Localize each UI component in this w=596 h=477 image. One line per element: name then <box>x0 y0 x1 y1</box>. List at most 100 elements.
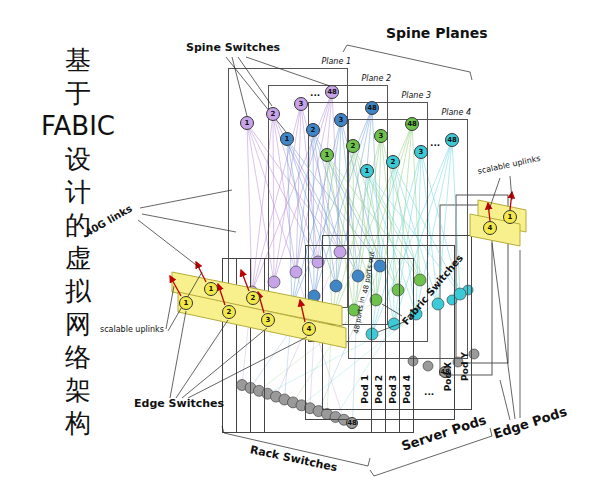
spine-switch: 48 <box>405 117 419 131</box>
fabric-switch-symbol <box>330 280 342 292</box>
fabric-switch-symbol <box>268 276 280 288</box>
switch-number: 3 <box>339 117 344 124</box>
rack-switch-symbol <box>469 349 479 359</box>
leader-line <box>500 380 510 420</box>
uplink-arrow <box>196 262 206 282</box>
leader-line <box>182 328 267 398</box>
switch-number: 3 <box>299 101 304 108</box>
fan-link <box>354 136 381 310</box>
fan-link <box>336 120 341 286</box>
uplink-arrow <box>170 276 181 296</box>
fan-link <box>353 146 354 310</box>
spine-switch: 48 <box>445 133 459 147</box>
switch-number: 1 <box>184 300 189 307</box>
switch-number: 4 <box>488 225 493 232</box>
leader-line <box>188 337 307 398</box>
pod-panel: Pod 148 <box>222 258 372 433</box>
spine-switch: 1 <box>240 116 254 130</box>
fan-link <box>393 162 394 324</box>
leader-line <box>378 322 404 332</box>
fan-link <box>376 124 412 300</box>
switch-number: 2 <box>391 159 396 166</box>
annotation-label: Spine Switches <box>186 42 280 54</box>
fan-link <box>332 124 412 320</box>
spine-switch: 3 <box>334 113 348 127</box>
switch-number: 1 <box>325 152 330 159</box>
leader-line <box>170 311 186 398</box>
spine-switch: 1 <box>360 164 374 178</box>
spine-switch: 2 <box>386 155 400 169</box>
spine-switch: 3 <box>294 97 308 111</box>
rack-switch-symbol <box>408 356 418 366</box>
switch-number: 2 <box>311 127 316 134</box>
fan-link <box>327 155 354 310</box>
fan-link <box>314 120 341 296</box>
fabric-switch-symbol <box>454 288 466 300</box>
plane-panel: Plane 112348 <box>228 68 348 308</box>
switch-number: 1 <box>365 168 370 175</box>
annotation-label: scalable uplinks <box>100 326 164 335</box>
edge-switch: 1 <box>204 282 218 296</box>
annotation-label: ... <box>424 388 434 398</box>
switch-number: 4 <box>307 326 312 333</box>
leader-line <box>492 243 515 419</box>
switch-number: 1 <box>285 136 290 143</box>
fan-link <box>416 152 421 314</box>
annotation-label: Edge Pods <box>492 405 569 442</box>
switch-number: 3 <box>379 133 384 140</box>
switch-number: 1 <box>508 214 513 221</box>
spine-switch: 2 <box>306 123 320 137</box>
switch-number: 1 <box>245 120 250 127</box>
fan-link <box>313 130 314 296</box>
leader-line <box>176 320 228 398</box>
spine-switch: 1 <box>280 132 294 146</box>
fan-link <box>292 108 372 306</box>
spine-switch: 48 <box>365 101 379 115</box>
fabric-switch-symbol <box>352 270 364 282</box>
pod-label: Pod Y <box>460 352 470 381</box>
leader-line <box>140 190 232 208</box>
leader-line <box>142 214 236 232</box>
switch-number: 48 <box>327 89 337 96</box>
annotation-label: scalable uplinks <box>477 155 541 177</box>
annotation-label: ... <box>310 89 320 99</box>
leader-line <box>246 57 330 86</box>
edge-switch: 2 <box>222 305 236 319</box>
plane-label: Plane 2 <box>361 74 391 83</box>
rack-link <box>353 276 359 423</box>
spine-switch: 2 <box>346 139 360 153</box>
fan-link <box>296 104 301 272</box>
pod-label: Pod X <box>443 362 453 391</box>
fan-link <box>292 120 341 306</box>
leader-line <box>232 57 247 116</box>
leader-line <box>168 272 202 331</box>
edge-switch: 3 <box>261 313 275 327</box>
fan-link <box>287 139 314 296</box>
spine-switch: 3 <box>414 145 428 159</box>
fabric-switch-symbol <box>290 266 302 278</box>
rack-switch: 48 <box>346 417 358 429</box>
plane-label: Plane 3 <box>401 91 431 100</box>
uplink-arrow <box>300 300 305 322</box>
pod-label: Pod 2 <box>374 375 384 404</box>
switch-number: 3 <box>419 149 424 156</box>
leader-line <box>520 250 521 418</box>
uplink-arrow <box>488 203 490 221</box>
fan-link <box>273 114 274 282</box>
switch-number: 2 <box>251 295 256 302</box>
switch-number: 48 <box>447 137 457 144</box>
leader-line <box>382 304 402 316</box>
fabric-switch-symbol <box>432 298 444 310</box>
leader-line <box>489 178 500 210</box>
plane-label: Plane 1 <box>321 57 351 66</box>
spine-switch: 2 <box>266 107 280 121</box>
spine-switch: 48 <box>325 85 339 99</box>
fan-link <box>332 136 381 320</box>
annotation-label: Edge Switches <box>134 398 224 410</box>
pod-panel: Pod 3 <box>250 258 400 433</box>
switch-number: 1 <box>209 286 214 293</box>
fabric-switch-symbol <box>414 274 426 286</box>
switch-number: 2 <box>351 143 356 150</box>
fabric-switch-symbol <box>366 328 378 340</box>
